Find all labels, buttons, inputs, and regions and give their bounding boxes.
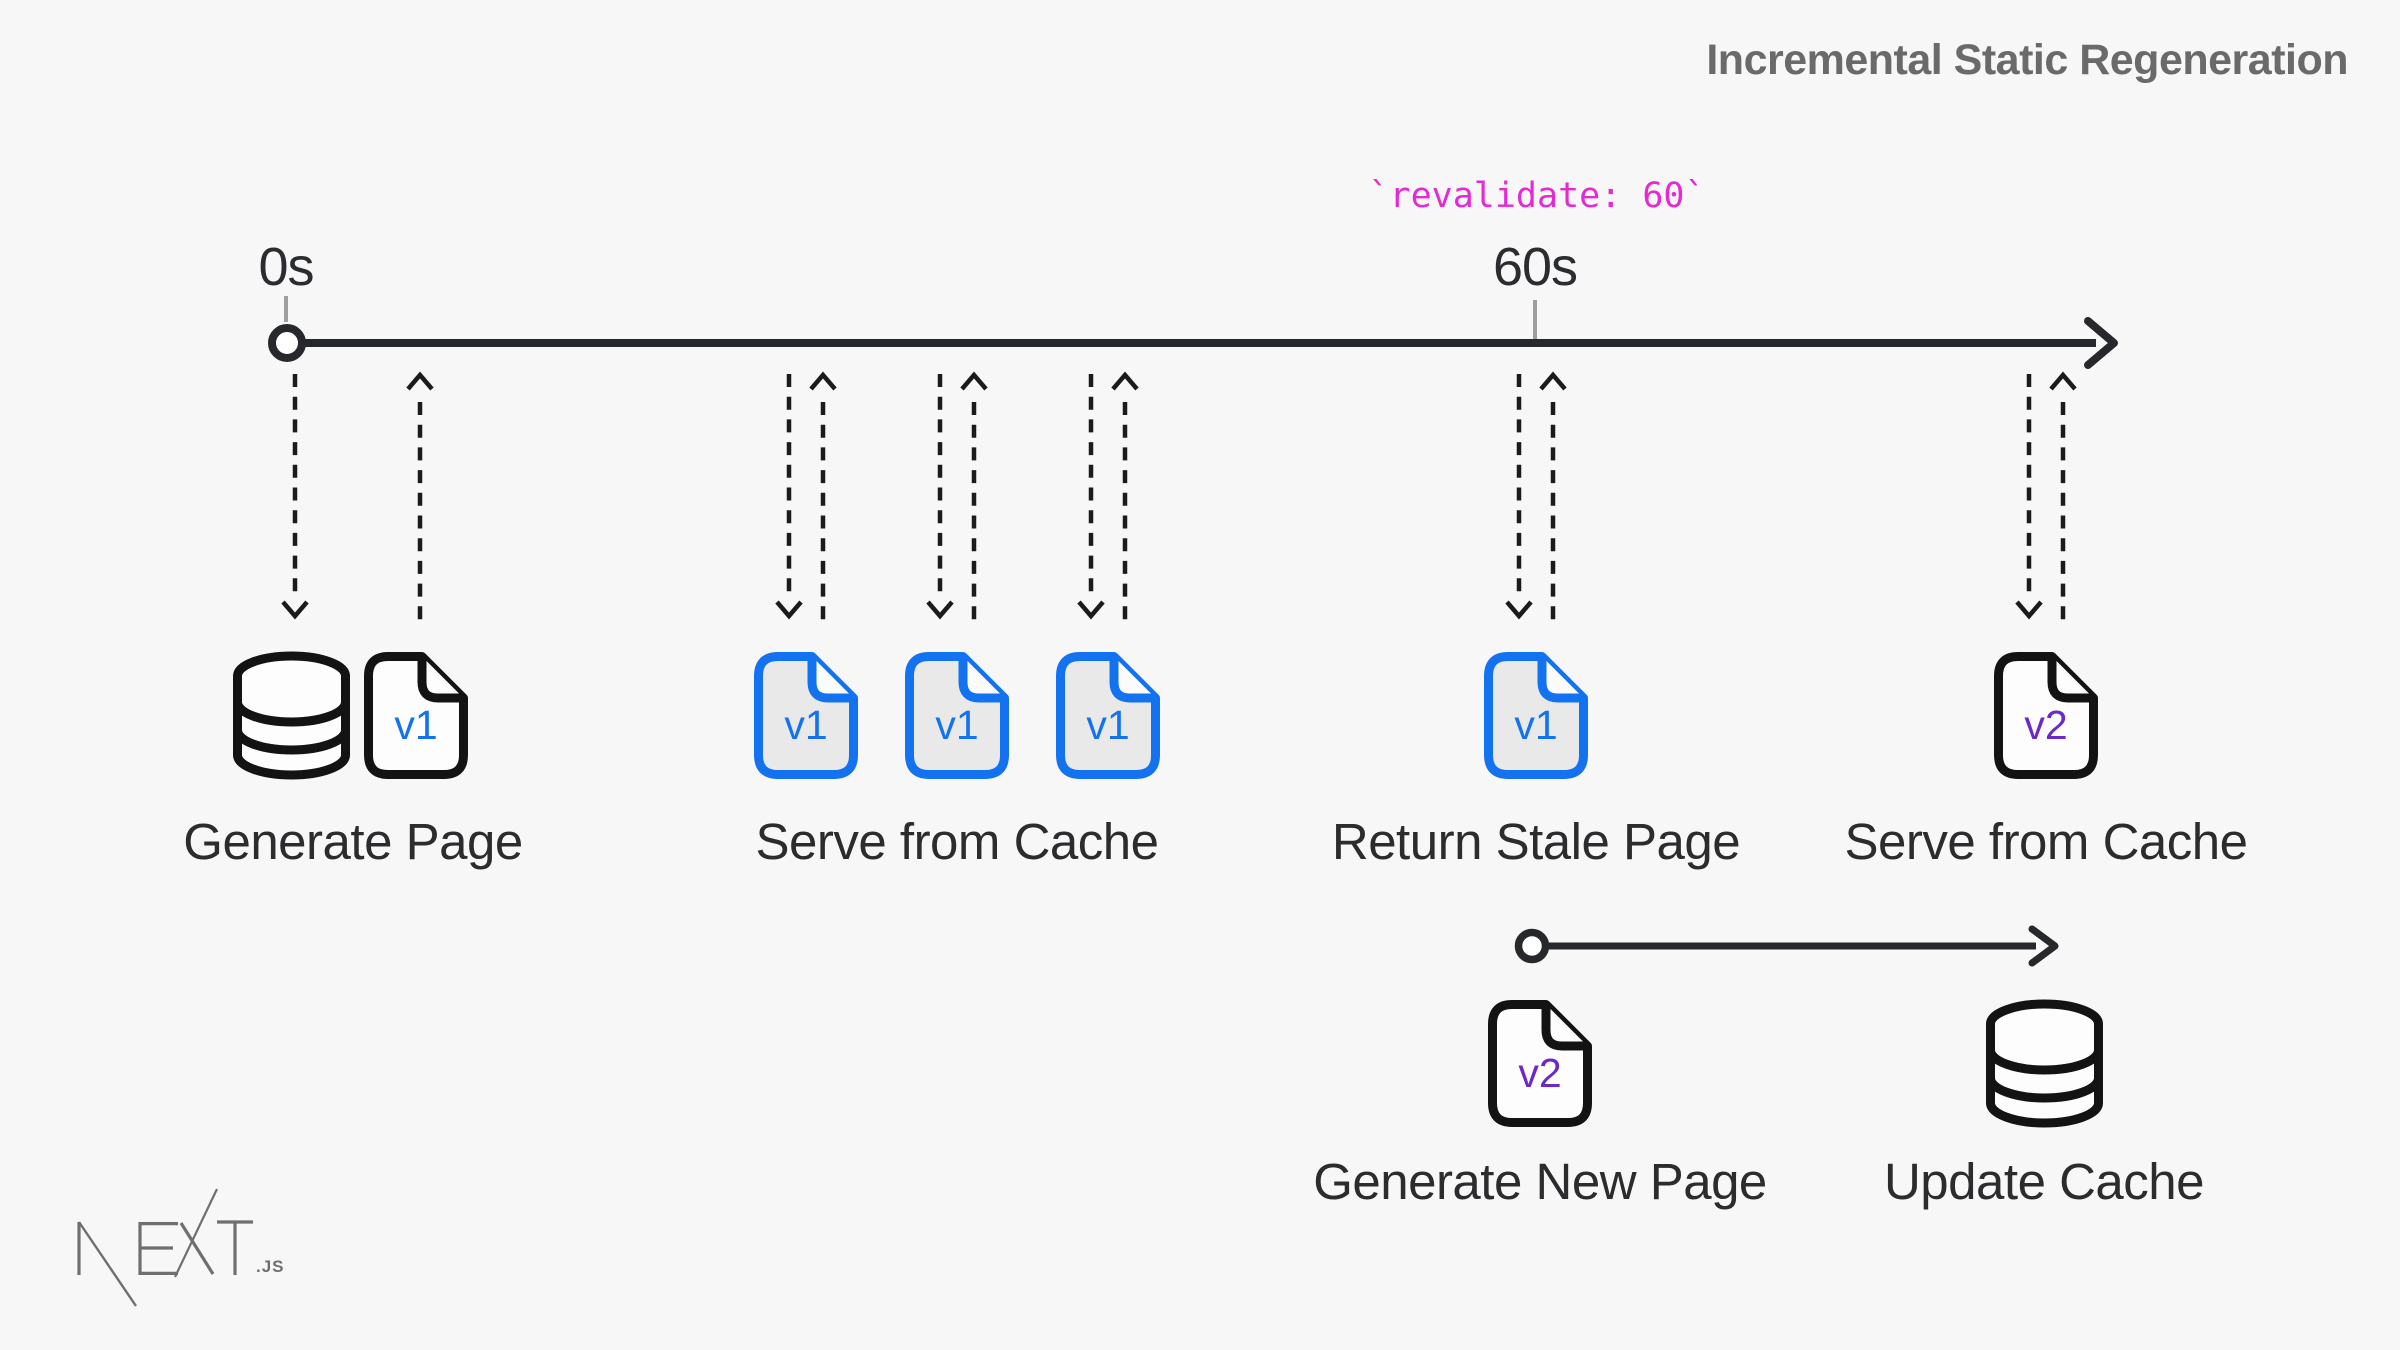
regeneration-origin-dot xyxy=(1514,928,1550,964)
response-arrow-up-icon xyxy=(406,371,434,620)
timeline-arrowhead-icon xyxy=(2084,317,2118,369)
response-arrow-up-icon xyxy=(809,371,837,620)
page-version-label: v1 xyxy=(1514,701,1558,748)
timeline-tick-60s: 60s xyxy=(1492,237,1578,297)
nextjs-logo-suffix: .JS xyxy=(256,1257,285,1276)
main-timeline-axis xyxy=(268,317,2118,369)
section-label-serve-from-cache: Serve from Cache xyxy=(755,813,1160,870)
cached-page-file-icon: v1 xyxy=(1056,652,1160,779)
response-arrow-up-icon xyxy=(1111,371,1139,620)
cached-page-file-icon: v1 xyxy=(905,652,1009,779)
stale-page-file-icon: v1 xyxy=(1484,652,1588,779)
regenerated-page-file-icon: v2 xyxy=(1488,1000,1592,1127)
regeneration-timeline-axis xyxy=(1514,925,2059,967)
page-version-label: v1 xyxy=(1086,701,1130,748)
request-arrow-down-icon xyxy=(1077,374,1105,620)
page-file-icon: v1 xyxy=(364,652,468,779)
request-arrow-down-icon xyxy=(775,374,803,620)
response-arrow-up-icon xyxy=(2049,371,2077,620)
section-label-serve-from-cache: Serve from Cache xyxy=(1844,813,2249,870)
revalidate-code-annotation: `revalidate: 60` xyxy=(1368,176,1706,216)
section-label-return-stale-page: Return Stale Page xyxy=(1331,813,1741,870)
page-version-label: v2 xyxy=(1518,1049,1562,1096)
page-version-label: v1 xyxy=(935,701,979,748)
database-icon xyxy=(1986,999,2103,1128)
section-label-update-cache: Update Cache xyxy=(1883,1153,2205,1210)
section-label-generate-new-page: Generate New Page xyxy=(1313,1153,1767,1210)
response-arrow-up-icon xyxy=(1539,371,1567,620)
request-arrow-down-icon xyxy=(1505,374,1533,620)
page-version-label: v2 xyxy=(2024,701,2068,748)
page-version-label: v1 xyxy=(784,701,828,748)
request-arrow-down-icon xyxy=(926,374,954,620)
timeline-origin-dot xyxy=(268,324,306,362)
database-icon xyxy=(233,651,350,780)
page-version-label: v1 xyxy=(394,701,438,748)
response-arrow-up-icon xyxy=(960,371,988,620)
request-arrow-down-icon xyxy=(2015,374,2043,620)
cached-page-file-icon: v1 xyxy=(754,652,858,779)
section-label-generate-page: Generate Page xyxy=(183,813,523,870)
diagram-title: Incremental Static Regeneration xyxy=(1706,36,2348,84)
timeline-tick-0s: 0s xyxy=(258,237,314,297)
nextjs-logo: .JS xyxy=(77,1188,285,1307)
regeneration-arrowhead-icon xyxy=(2028,925,2059,967)
new-page-file-icon: v2 xyxy=(1994,652,2098,779)
request-arrow-down-icon xyxy=(281,374,309,620)
